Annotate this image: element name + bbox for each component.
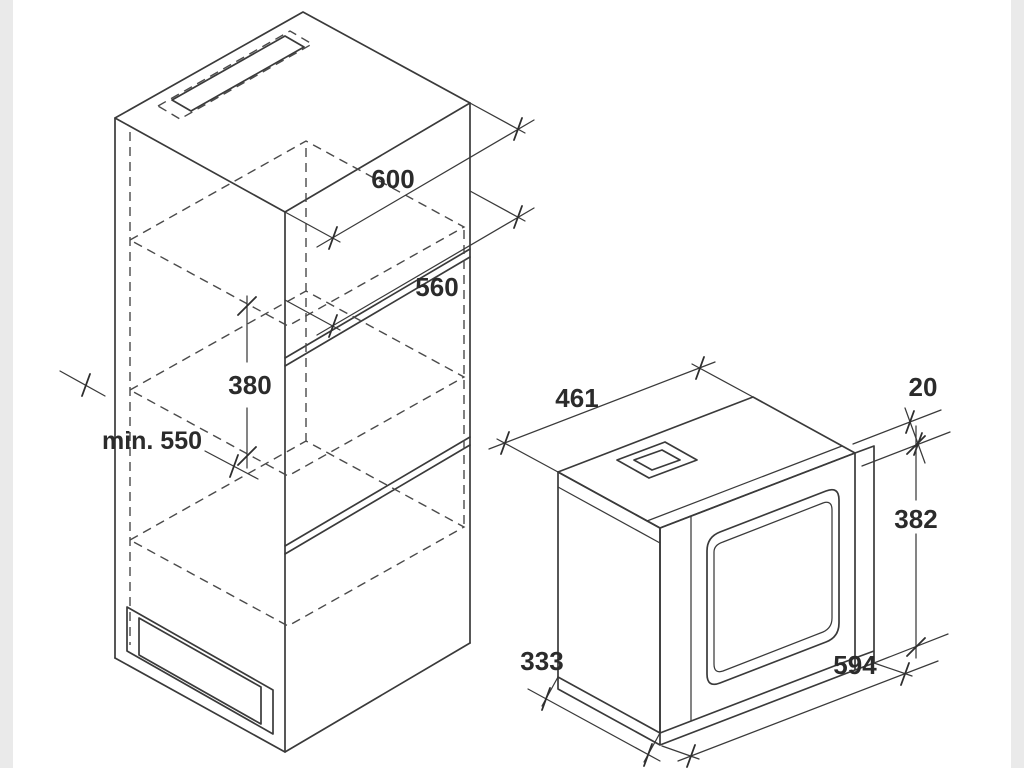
dim-cabinet-min-depth: min. 550 [59,370,259,480]
dim-382-ticks [906,435,926,657]
oven-top-vent-outer [616,441,698,479]
dim-label-cabinet-min-depth: min. 550 [102,427,202,455]
cabinet-plinth-frame-outer [126,606,274,735]
dim-label-oven-body-depth: 461 [555,383,598,413]
page-margin-left [0,0,13,768]
dim-560-extension-lines [284,190,526,331]
dim-oven-front-overhang: 20 [852,372,951,467]
cabinet-plinth-frame-inner [138,617,262,725]
cabinet-shelf-hidden-2 [128,290,466,477]
oven-door-window-inner [713,501,833,673]
oven-side-face [557,471,661,734]
page-margin-right [1011,0,1024,768]
dim-oven-body-depth: 461 [488,356,754,473]
dim-333-line [527,688,661,762]
dim-382-extension-line [873,633,949,664]
oven-drawing [557,396,875,746]
dim-label-cabinet-opening-width: 560 [415,272,458,302]
dim-label-cabinet-overall-width: 600 [371,164,414,194]
dim-oven-height: 382 [873,425,949,664]
dim-20-extension-lines [852,409,951,467]
dim-600-line [316,119,535,248]
dim-560-line [316,207,535,336]
oven-base [557,657,856,746]
oven-top-vent-inner [633,449,681,471]
dim-oven-base-depth: 333 [520,646,661,767]
cabinet-bottom-edges [114,642,471,753]
dim-333-ticks [541,687,653,767]
oven-right-trim-panel [854,445,875,671]
dim-cabinet-overall-width: 600 [284,102,535,250]
oven-door-window-outer [706,488,840,686]
dim-461-ticks [500,356,705,455]
cabinet-shelf-front-upper [284,248,471,367]
dim-560-ticks [328,205,523,338]
cabinet-vent-slot [171,35,305,112]
cabinet-shelf-hidden-1 [128,140,466,327]
oven-side-seam [557,486,661,544]
cabinet-shelf-front-lower [284,436,471,555]
dim-594-ticks [686,662,910,768]
dim-380-ticks [237,296,257,466]
dim-461-line [488,361,716,450]
oven-front-face [659,452,856,734]
dim-20-line [904,407,926,464]
dim-cabinet-niche-height: 380 [228,295,272,469]
dim-min550-line [59,370,259,480]
dim-label-oven-base-depth: 333 [520,646,563,676]
cabinet-vent-duct-hidden [156,30,314,120]
dim-600-ticks [328,117,523,250]
dim-label-oven-front-overhang: 20 [909,372,938,402]
dim-label-oven-height: 382 [894,504,937,534]
dim-594-line [677,660,939,762]
dim-600-extension-lines [284,102,526,243]
dim-oven-overall-width: 594 [661,650,939,768]
dim-cabinet-opening-width: 560 [284,190,535,338]
dim-min550-ticks [81,373,239,478]
dim-461-extension-lines [496,363,754,473]
cabinet-top-face [114,11,471,213]
dim-label-oven-overall-width: 594 [833,650,877,680]
cabinet-shelf-hidden-3 [128,440,466,627]
oven-top-seam [646,445,843,522]
cabinet-drawing [114,11,471,753]
dim-label-cabinet-niche-height: 380 [228,370,271,400]
